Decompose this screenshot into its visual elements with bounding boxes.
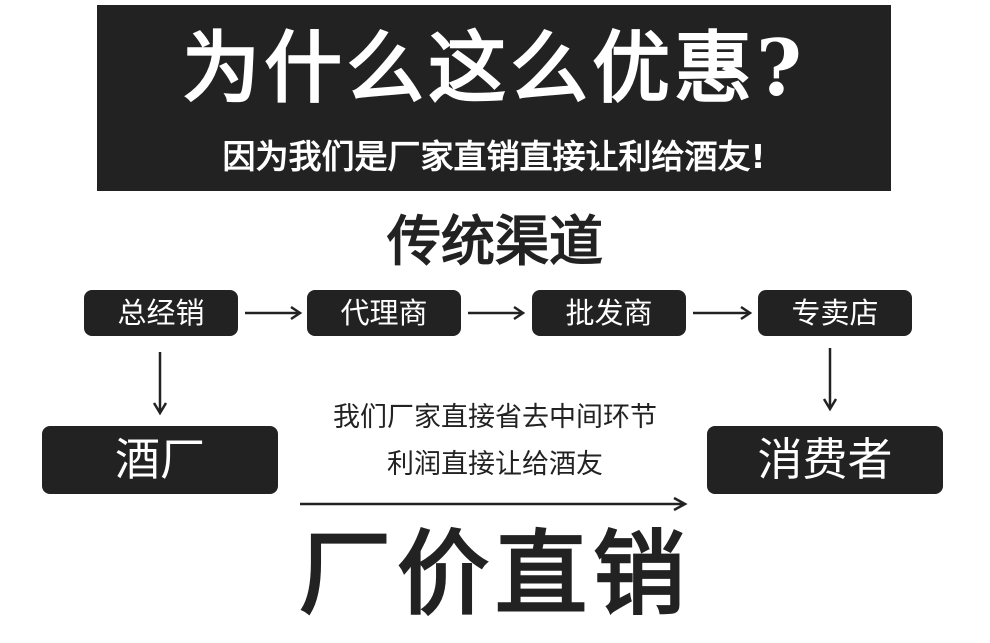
down-arrow-left [152,352,168,416]
chain-box-store: 专卖店 [758,290,912,336]
middle-text-line-1: 我们厂家直接省去中间环节 [333,402,657,433]
header-banner: 为什么这么优惠? 因为我们是厂家直销直接让利给酒友! [97,5,891,191]
chain-box-general-distributor: 总经销 [84,290,238,336]
traditional-channel-title: 传统渠道 [387,210,603,273]
banner-subtitle: 因为我们是厂家直销直接让利给酒友! [222,137,766,176]
chain-box-wholesaler: 批发商 [532,290,686,336]
middle-text-line-2: 利润直接让给酒友 [387,449,603,480]
down-arrow-right [822,348,838,412]
direct-arrow [300,496,688,512]
chain-arrow-3 [693,305,753,321]
chain-arrow-1 [245,305,303,321]
chain-arrow-2 [468,305,526,321]
factory-box: 酒厂 [42,426,278,494]
consumer-box: 消费者 [707,426,943,494]
banner-title: 为什么这么优惠? [182,23,806,114]
chain-box-agent: 代理商 [307,290,461,336]
factory-direct-title: 厂价直销 [298,521,691,628]
